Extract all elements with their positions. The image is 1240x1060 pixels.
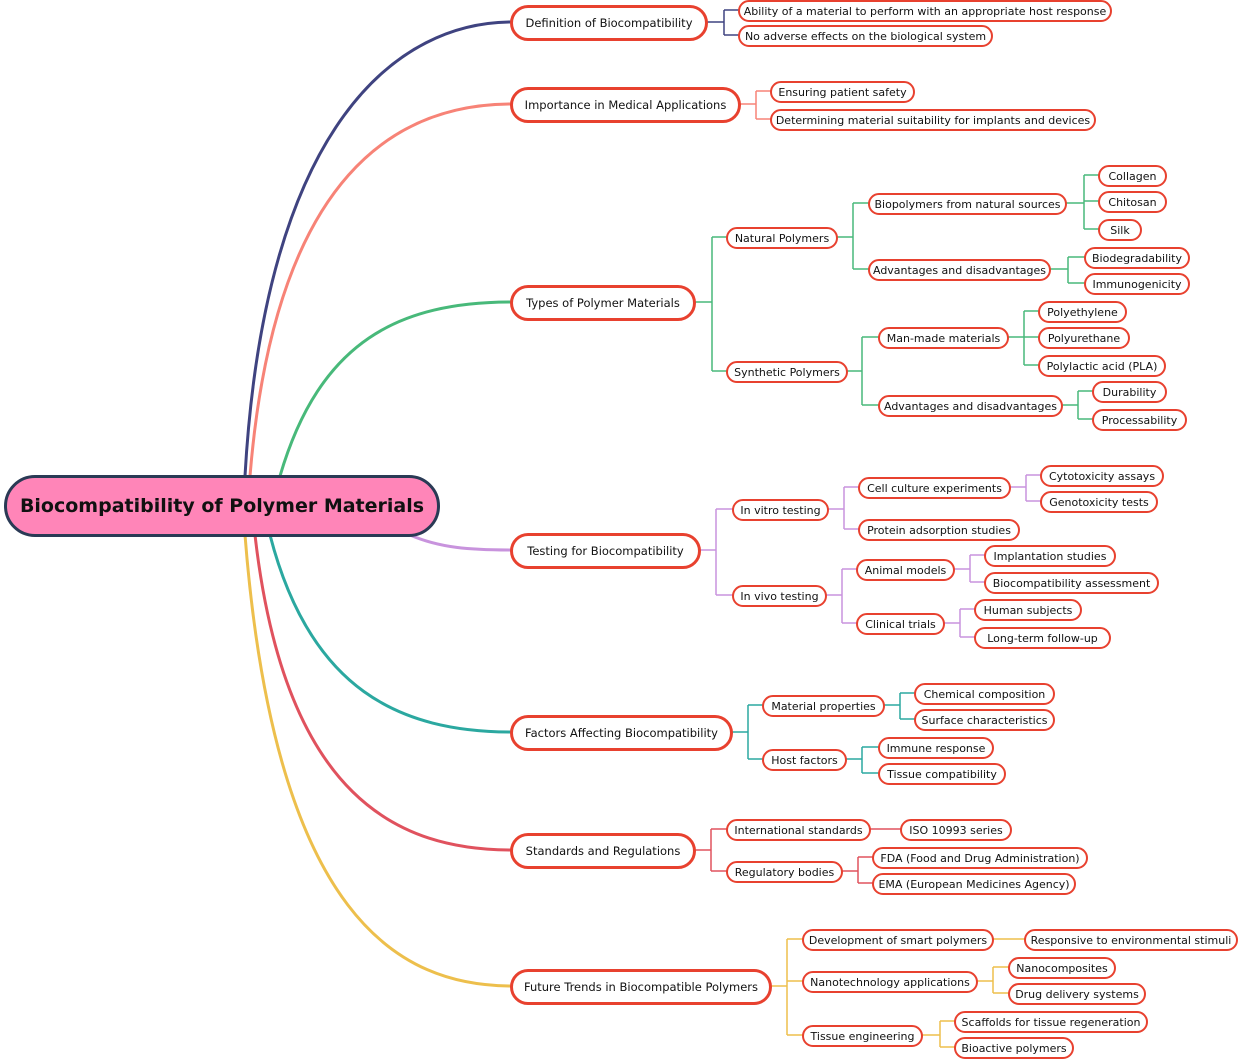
topic-drug-delivery[interactable]: Drug delivery systems <box>1008 983 1146 1005</box>
topic-nanocomposites[interactable]: Nanocomposites <box>1008 957 1116 979</box>
branch-link <box>243 20 513 477</box>
topic-man-made-materials[interactable]: Man-made materials <box>878 327 1009 349</box>
branch-link <box>243 534 513 988</box>
topic-bioactive-polymers[interactable]: Bioactive polymers <box>954 1037 1074 1059</box>
topic-polyurethane[interactable]: Polyurethane <box>1038 327 1130 349</box>
topic-animal-models[interactable]: Animal models <box>856 559 955 581</box>
topic-synthetic-polymers[interactable]: Synthetic Polymers <box>726 361 848 383</box>
topic-human-subjects[interactable]: Human subjects <box>974 599 1082 621</box>
topic-silk[interactable]: Silk <box>1098 219 1142 241</box>
topic-fda[interactable]: FDA (Food and Drug Administration) <box>872 847 1088 869</box>
topic-natural-polymers[interactable]: Natural Polymers <box>726 227 838 249</box>
topic-in-vitro-testing[interactable]: In vitro testing <box>732 499 829 521</box>
branch-standards[interactable]: Standards and Regulations <box>510 833 696 869</box>
topic-polylactic-acid[interactable]: Polylactic acid (PLA) <box>1038 355 1166 377</box>
topic-long-term-follow-up[interactable]: Long-term follow-up <box>974 627 1111 649</box>
topic-ema[interactable]: EMA (European Medicines Agency) <box>872 873 1076 895</box>
branch-testing[interactable]: Testing for Biocompatibility <box>510 533 701 569</box>
branch-future-trends[interactable]: Future Trends in Biocompatible Polymers <box>510 969 772 1005</box>
topic-tissue-compatibility[interactable]: Tissue compatibility <box>878 763 1006 785</box>
topic-cell-culture-experiments[interactable]: Cell culture experiments <box>858 477 1011 499</box>
topic-nanotechnology[interactable]: Nanotechnology applications <box>802 971 978 993</box>
topic-durability[interactable]: Durability <box>1092 381 1167 403</box>
topic-material-properties[interactable]: Material properties <box>762 695 885 717</box>
topic-immunogenicity[interactable]: Immunogenicity <box>1084 273 1190 295</box>
topic-natural-advantages[interactable]: Advantages and disadvantages <box>868 259 1051 281</box>
topic-cytotoxicity-assays[interactable]: Cytotoxicity assays <box>1040 465 1164 487</box>
topic-no-adverse-effects[interactable]: No adverse effects on the biological sys… <box>738 25 993 47</box>
topic-protein-adsorption[interactable]: Protein adsorption studies <box>858 519 1020 541</box>
topic-surface-characteristics[interactable]: Surface characteristics <box>914 709 1055 731</box>
topic-synthetic-advantages[interactable]: Advantages and disadvantages <box>878 395 1063 417</box>
topic-polyethylene[interactable]: Polyethylene <box>1038 301 1127 323</box>
topic-in-vivo-testing[interactable]: In vivo testing <box>732 585 827 607</box>
topic-chemical-composition[interactable]: Chemical composition <box>914 683 1055 705</box>
topic-responsive-stimuli[interactable]: Responsive to environmental stimuli <box>1024 929 1238 951</box>
topic-chitosan[interactable]: Chitosan <box>1098 191 1167 213</box>
branch-link <box>409 533 513 552</box>
branch-importance[interactable]: Importance in Medical Applications <box>510 87 741 123</box>
topic-collagen[interactable]: Collagen <box>1098 165 1167 187</box>
topic-tissue-engineering[interactable]: Tissue engineering <box>802 1025 923 1047</box>
topic-immune-response[interactable]: Immune response <box>878 737 994 759</box>
topic-clinical-trials[interactable]: Clinical trials <box>856 613 945 635</box>
topic-international-standards[interactable]: International standards <box>726 819 871 841</box>
topic-biopolymers-natural-sources[interactable]: Biopolymers from natural sources <box>868 193 1067 215</box>
topic-scaffolds[interactable]: Scaffolds for tissue regeneration <box>954 1011 1148 1033</box>
topic-smart-polymers[interactable]: Development of smart polymers <box>802 929 994 951</box>
topic-material-suitability[interactable]: Determining material suitability for imp… <box>770 109 1096 131</box>
topic-implantation-studies[interactable]: Implantation studies <box>984 545 1116 567</box>
topic-patient-safety[interactable]: Ensuring patient safety <box>770 81 915 103</box>
branch-link <box>278 300 513 477</box>
branch-link <box>248 102 513 477</box>
branch-factors[interactable]: Factors Affecting Biocompatibility <box>510 715 733 751</box>
topic-iso-10993[interactable]: ISO 10993 series <box>900 819 1012 841</box>
branch-link <box>268 534 513 734</box>
topic-biodegradability[interactable]: Biodegradability <box>1084 247 1190 269</box>
root-topic[interactable]: Biocompatibility of Polymer Materials <box>4 475 440 537</box>
branch-types[interactable]: Types of Polymer Materials <box>510 285 696 321</box>
branch-definition[interactable]: Definition of Biocompatibility <box>510 5 708 41</box>
topic-ability-host-response[interactable]: Ability of a material to perform with an… <box>738 0 1112 22</box>
topic-biocompatibility-assessment[interactable]: Biocompatibility assessment <box>984 572 1159 594</box>
topic-host-factors[interactable]: Host factors <box>762 749 847 771</box>
topic-regulatory-bodies[interactable]: Regulatory bodies <box>726 861 843 883</box>
topic-processability[interactable]: Processability <box>1092 409 1187 431</box>
branch-link <box>253 534 513 852</box>
topic-genotoxicity-tests[interactable]: Genotoxicity tests <box>1040 491 1158 513</box>
